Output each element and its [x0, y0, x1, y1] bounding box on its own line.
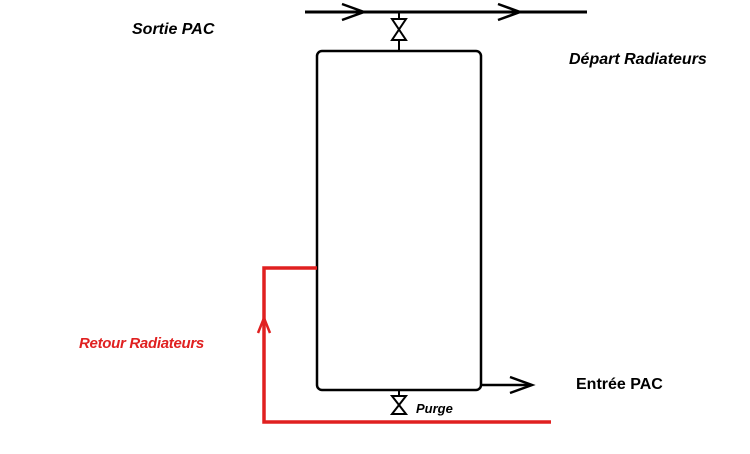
flow-arrow-left	[341, 2, 368, 22]
heat-pump-inlet-arrow	[509, 375, 536, 395]
buffer-tank	[315, 49, 483, 392]
flow-arrow-right	[497, 2, 524, 22]
top-valve-icon	[390, 18, 408, 41]
label-purge: Purge	[416, 401, 453, 416]
radiator-return-pipe	[262, 266, 551, 424]
label-depart-radiateurs: Départ Radiateurs	[569, 51, 707, 68]
label-retour-radiateurs: Retour Radiateurs	[79, 335, 204, 352]
return-flow-arrow	[256, 314, 272, 334]
purge-valve-icon	[389, 395, 409, 415]
label-sortie-pac: Sortie PAC	[132, 21, 215, 38]
label-entree-pac: Entrée PAC	[576, 376, 663, 393]
